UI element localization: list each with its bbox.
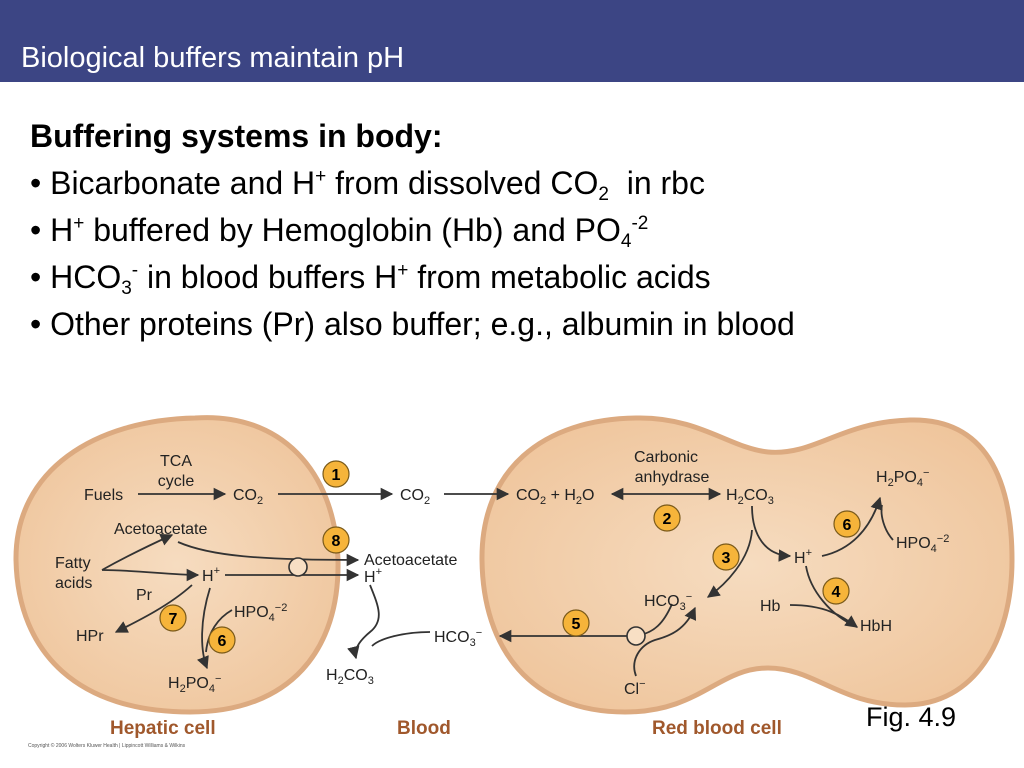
bullet-text: buffered by Hemoglobin (Hb) and PO [84, 212, 621, 248]
rbc-hbh: HbH [860, 618, 892, 635]
bullets-heading: Buffering systems in body: [30, 118, 443, 154]
bullet-text: H [50, 212, 74, 248]
arrow-fatty-hplus [101, 568, 200, 582]
bullet-item-bicarbonate: • Bicarbonate and H+ from dissolved CO2 … [30, 160, 1010, 207]
carbonic-anhydrase-1: Carbonic [634, 449, 698, 466]
bullet-text: from metabolic acids [408, 259, 711, 295]
fatty-acids-label-1: Fatty [55, 555, 91, 572]
arrow-hpo4-h2po4 [205, 609, 233, 653]
badge-5 [562, 609, 590, 637]
figure-label: Fig. 4.9 [866, 702, 957, 732]
arrow-hplus-h2po4-rbc [821, 496, 883, 557]
rbc-h2co3: H2CO3 [726, 487, 774, 507]
blood-co2: CO2 [400, 487, 430, 507]
slide-title: Biological buffers maintain pH [21, 42, 405, 74]
fuels-label: Fuels [84, 487, 123, 504]
bullet-item-proteins: • Other proteins (Pr) also buffer; e.g.,… [30, 301, 1010, 348]
bullet-text: Bicarbonate and H [50, 165, 316, 201]
fatty-acids-label-2: acids [55, 575, 92, 592]
transporter-circle [626, 626, 646, 646]
bullet-item-hemoglobin: • H+ buffered by Hemoglobin (Hb) and PO4… [30, 207, 1010, 254]
superscript: + [315, 166, 327, 187]
copyright-text: Copyright © 2006 Wolters Kluwer Health |… [28, 743, 186, 749]
hepatic-h2po4: H2PO4− [168, 673, 221, 695]
badge-2 [653, 504, 681, 532]
arrow-cl-exchange [633, 606, 697, 677]
badge-3-label: 3 [722, 550, 731, 567]
badge-8 [322, 526, 350, 554]
transporter-circle [288, 557, 308, 577]
rbc-hplus: H+ [794, 547, 812, 567]
rbc-h2po4: H2PO4− [876, 467, 929, 489]
pr-label: Pr [136, 587, 153, 604]
rbc-hpo4: HPO4−2 [896, 533, 949, 555]
tca-label-1: TCA [160, 453, 192, 470]
tca-label-2: cycle [158, 473, 195, 490]
badge-6-hepatic [208, 626, 236, 654]
section-hepatic-cell: Hepatic cell [110, 718, 216, 739]
arrow-hb-hbh [789, 604, 859, 628]
badge-6-rbc [833, 510, 861, 538]
badge-2-label: 2 [663, 511, 672, 528]
buffer-diagram: 1 8 7 6 2 3 6 4 5 TCA cycle Fuels CO2 Ac… [13, 415, 1015, 739]
red-blood-cell-shape [479, 415, 1015, 715]
subscript: 2 [598, 184, 609, 205]
subscript: 4 [620, 231, 632, 252]
rbc-cl: Cl− [624, 678, 646, 698]
superscript: + [73, 213, 85, 234]
rbc-hco3: HCO3− [644, 591, 692, 613]
superscript: + [397, 260, 409, 281]
title-bar: Biological buffers maintain pH [0, 0, 1024, 84]
badge-1 [322, 460, 350, 488]
bullet-glyph: • [30, 306, 42, 342]
badge-6-rbc-label: 6 [843, 517, 852, 534]
section-blood: Blood [397, 718, 451, 739]
arrow-hco3-blood-h2co3 [371, 631, 431, 647]
badge-3 [712, 543, 740, 571]
hepatic-co2: CO2 [233, 487, 263, 507]
badge-7 [159, 604, 187, 632]
blood-hplus: H+ [364, 566, 382, 586]
badge-5-label: 5 [572, 616, 581, 633]
bullet-text: HCO [50, 259, 122, 295]
blood-hco3: HCO3− [434, 627, 482, 649]
arrow-blood-hplus-h2co3 [347, 584, 380, 660]
arrow-h2co3-hplus-rbc [751, 505, 792, 562]
badge-4-label: 4 [832, 584, 841, 601]
badge-6-hepatic-label: 6 [218, 633, 227, 650]
badge-7-label: 7 [169, 611, 178, 628]
bullet-text: from dissolved CO [326, 165, 599, 201]
superscript: -2 [631, 213, 649, 234]
arrow-hpo4-rbc [880, 504, 894, 541]
bullet-item-hco3: • HCO3- in blood buffers H+ from metabol… [30, 254, 1010, 301]
blood-h2co3: H2CO3 [326, 667, 374, 687]
superscript: - [131, 260, 139, 281]
bullet-glyph: • [30, 259, 42, 295]
section-red-blood-cell: Red blood cell [652, 718, 782, 739]
badge-1-label: 1 [332, 467, 341, 484]
badge-8-label: 8 [332, 533, 341, 550]
carbonic-anhydrase-2: anhydrase [635, 469, 710, 486]
arrow-pr-hpr [114, 584, 193, 633]
hpr-label: HPr [76, 628, 104, 645]
bullet-glyph: • [30, 212, 42, 248]
hepatic-hpo4: HPO4−2 [234, 602, 287, 624]
bullet-text: Other proteins (Pr) also buffer; e.g., a… [50, 306, 795, 342]
arrow-acetoacetate-blood [177, 541, 360, 567]
hepatic-acetoacetate: Acetoacetate [114, 521, 208, 538]
rbc-co2-h2o: CO2 + H2O [516, 487, 595, 507]
bullet-text: in blood buffers H [138, 259, 398, 295]
blood-acetoacetate: Acetoacetate [364, 552, 458, 569]
rbc-hb: Hb [760, 598, 781, 615]
bullet-glyph: • [30, 165, 42, 201]
arrow-fatty-acetoacetate [101, 533, 174, 571]
subscript: 3 [121, 278, 132, 299]
badge-4 [822, 577, 850, 605]
bullet-text: in rbc [608, 165, 705, 201]
bullet-list: Buffering systems in body: • Bicarbonate… [30, 113, 1010, 348]
hepatic-hplus: H+ [202, 565, 220, 585]
arrow-hplus-hbh [805, 565, 858, 628]
arrow-hplus-h2po4 [197, 587, 211, 670]
arrow-h2co3-hco3-rbc [706, 529, 753, 598]
